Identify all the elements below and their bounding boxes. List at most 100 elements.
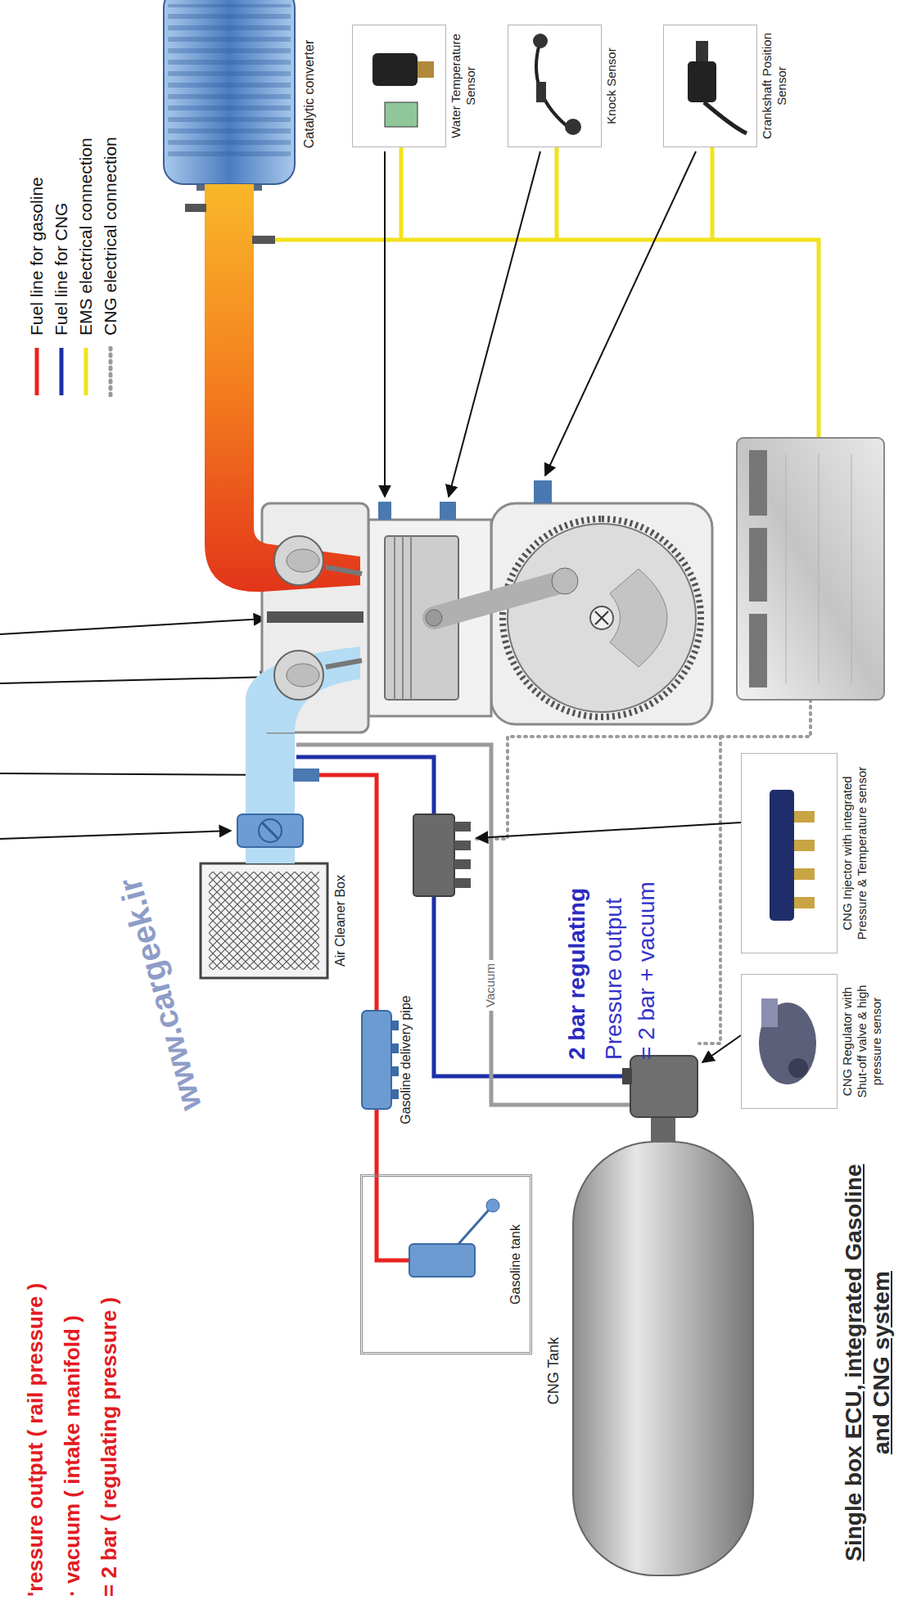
cng-rail-part	[454, 821, 471, 832]
legend-swatch-line	[108, 347, 113, 396]
leader-arrow	[448, 151, 541, 497]
sensor-photo-box: Knock Sensor	[507, 24, 602, 148]
engine-part	[325, 660, 362, 668]
ecu-part	[785, 454, 852, 684]
ecu-part	[749, 614, 768, 688]
gasoline-rail	[361, 1011, 399, 1110]
legend-swatch-line	[35, 347, 40, 396]
engine-part	[286, 549, 320, 573]
sensor-photos-part	[794, 811, 815, 823]
fuel-pump	[409, 1199, 500, 1278]
engine-part	[394, 536, 411, 700]
ems-wire	[274, 239, 819, 438]
vacuum-line	[296, 744, 631, 1106]
sensor-photos-part	[704, 102, 747, 134]
ems-wire	[401, 147, 713, 240]
legend-row: CNG electrical connection	[99, 12, 122, 398]
sensor-photos-part	[417, 61, 434, 78]
part-name: Gasoline delivery pipe	[397, 974, 414, 1147]
cng-rail-part	[413, 814, 455, 897]
engine-part	[502, 519, 701, 718]
leader-arrow	[383, 151, 386, 497]
engine	[204, 184, 713, 733]
catalytic-converter	[163, 0, 295, 191]
sensor-photos-part	[788, 1058, 809, 1079]
gasoline-rail-part	[391, 1089, 399, 1100]
legend-swatch	[50, 346, 73, 398]
leader-arrow	[0, 677, 272, 684]
fuel-pump-part	[409, 1244, 475, 1278]
legend-row: EMS electrical connection	[75, 12, 97, 398]
ecu-part	[749, 450, 768, 516]
throttle-body-part	[258, 819, 282, 843]
engine-part	[274, 536, 324, 586]
node-caption: Knock Sensor	[604, 25, 619, 147]
air-cleaner	[200, 863, 328, 979]
cng-rail-part	[454, 878, 471, 889]
gasoline-rail-part	[391, 1043, 399, 1054]
pressure-note: 'ressure output ( rail pressure )	[22, 1283, 49, 1598]
engine-part	[274, 650, 324, 700]
sensor-photos-part	[532, 33, 548, 49]
sensor-photos-part	[564, 118, 582, 136]
engine-part	[595, 611, 609, 625]
ecu-part	[736, 437, 885, 700]
node-caption: CNG Injector with integrated Pressure & …	[839, 753, 870, 953]
cng-rail	[413, 814, 471, 897]
legend-row: Fuel line for gasoline	[26, 12, 48, 398]
catalytic-converter-part	[163, 0, 295, 185]
engine-part	[433, 581, 565, 619]
engine-part	[325, 567, 362, 574]
legend-swatch-line	[84, 347, 89, 396]
fuel-pump-part	[486, 1199, 500, 1213]
node-caption: Crankshaft Position Sensor	[759, 25, 790, 147]
sensor-photos-part	[761, 998, 778, 1028]
engine-part	[439, 501, 456, 520]
sensor-photo-box: Crankshaft Position Sensor	[663, 24, 758, 148]
fuel-pump-part	[458, 1207, 492, 1245]
node-caption: Gasoline tank	[507, 1177, 524, 1353]
engine-part	[266, 611, 364, 624]
sensor-photo-box: Water Temperature Sensor	[352, 24, 447, 148]
leader-arrow	[0, 618, 266, 635]
gasoline-rail-part	[361, 1011, 392, 1110]
sensor-photos-part	[695, 40, 709, 62]
cng-tank-part	[650, 1115, 676, 1143]
legend-swatch	[75, 346, 97, 398]
pressure-note: 2 bar regulating	[563, 888, 592, 1061]
engine-part	[286, 663, 320, 687]
legend-text: Fuel line for gasoline	[26, 176, 47, 336]
part-name: CNG Tank	[545, 1322, 564, 1421]
legend-text: Fuel line for CNG	[50, 203, 72, 336]
engine-part	[204, 184, 361, 592]
engine-part	[609, 568, 668, 668]
cng-tank-part	[573, 1142, 754, 1576]
throttle-body-part	[261, 822, 279, 840]
leader-arrow	[0, 830, 231, 840]
gasoline-rail-part	[391, 1020, 399, 1031]
sensor-photos-part	[794, 868, 815, 881]
pressure-note: = 2 bar ( regulating pressure )	[96, 1297, 122, 1598]
pressure-note: = 2 bar + vacuum	[632, 881, 661, 1061]
sensor-photos-part	[536, 40, 574, 131]
cng-tank	[573, 1056, 754, 1576]
cng-rail-part	[454, 859, 471, 870]
lambda-sensor-part	[252, 235, 276, 244]
engine-part	[590, 606, 614, 630]
throttle-body-part	[237, 814, 303, 848]
leader-arrow	[476, 822, 741, 839]
lambda-sensor-part	[185, 203, 207, 213]
legend-row: Fuel line for CNG	[50, 12, 73, 398]
part-photo-box: CNG Regulator with Shut-off valve & high…	[740, 974, 838, 1110]
gasoline-rail-part	[391, 1066, 399, 1077]
ecu-part	[749, 528, 768, 602]
engine-part	[425, 609, 443, 627]
sensor-photos-part	[794, 897, 815, 909]
sensor-photos-part	[769, 790, 795, 922]
tank-box: Gasoline tank	[360, 1174, 533, 1355]
leader-arrow	[545, 151, 696, 476]
cng-line	[296, 757, 631, 1077]
